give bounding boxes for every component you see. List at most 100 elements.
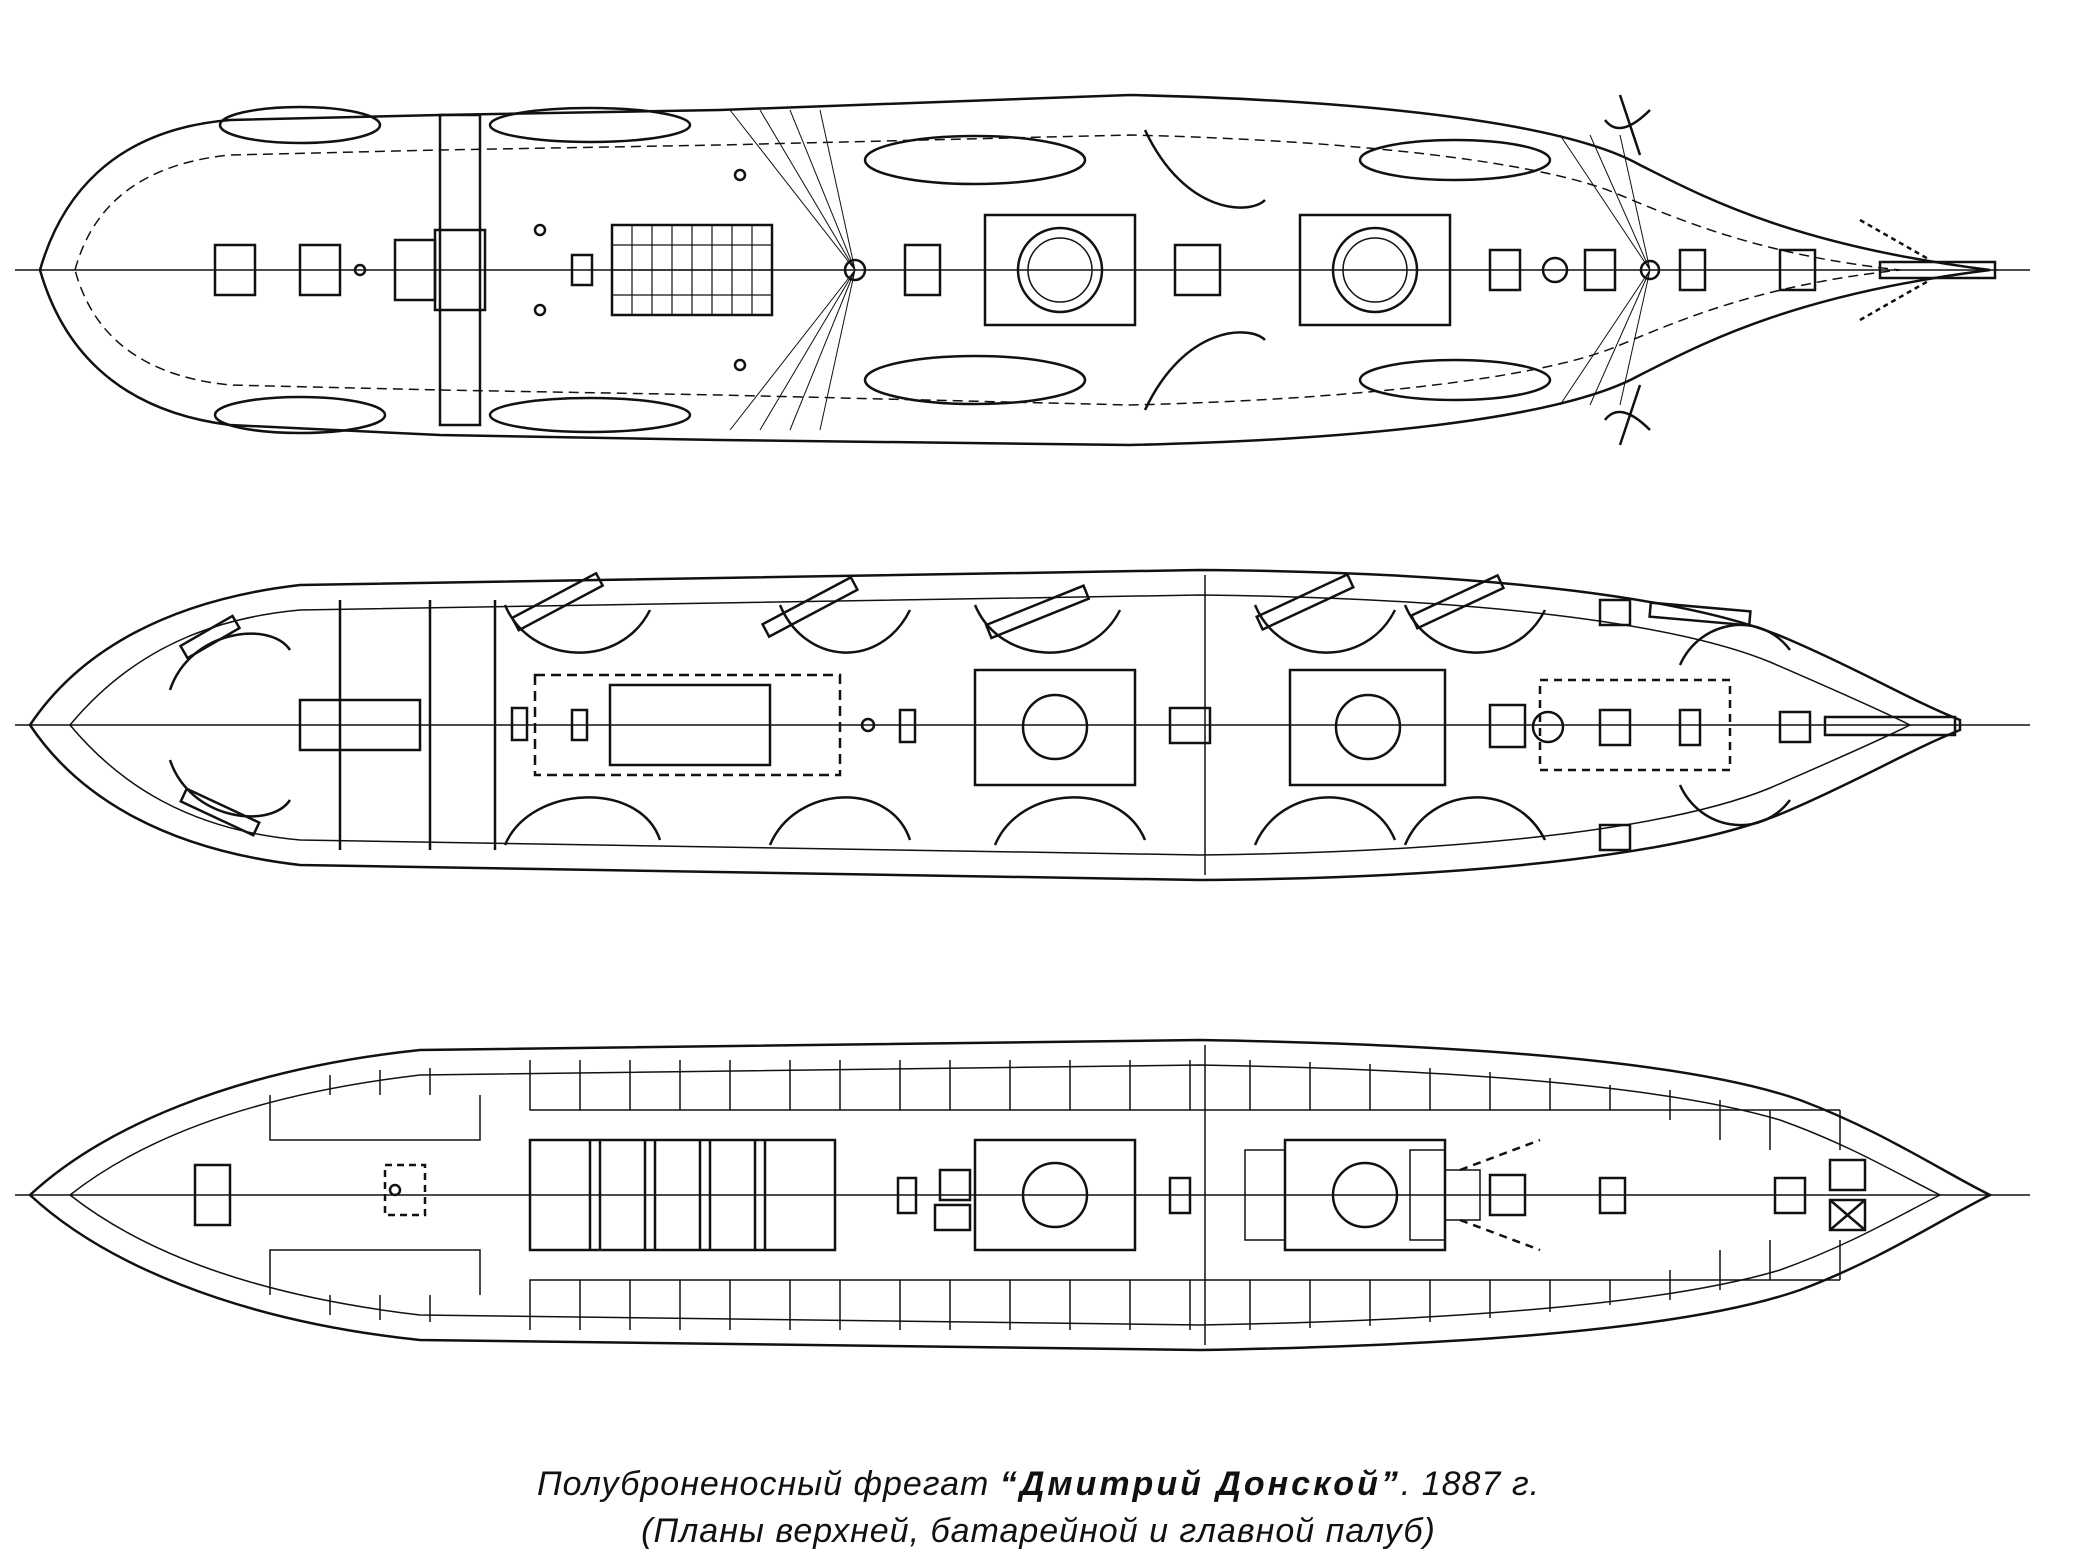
battery-turret-circle-1 xyxy=(1023,695,1087,759)
upper-foremast xyxy=(1641,261,1659,279)
upper-fitting-1 xyxy=(1543,258,1567,282)
upper-gun-ring-1 xyxy=(1018,228,1102,312)
main-stern-cabin xyxy=(195,1165,230,1225)
main-turret-base-1 xyxy=(975,1140,1135,1250)
upper-mainmast-shrouds xyxy=(730,110,855,430)
upper-anchor-port xyxy=(1605,95,1650,155)
figure-subtitle: (Планы верхней, батарейной и главной пал… xyxy=(641,1512,1436,1550)
battery-bow-hatch-2 xyxy=(1680,710,1700,745)
main-cabins-stbd xyxy=(270,1240,1840,1330)
upper-boat-stbd-1 xyxy=(215,397,385,433)
battery-locker-1 xyxy=(1600,600,1630,625)
main-deck-inner-line xyxy=(70,1065,1940,1325)
battery-turret-circle-2 xyxy=(1336,695,1400,759)
upper-grating-4 xyxy=(905,245,940,295)
upper-hatch-small xyxy=(572,255,592,285)
caption-year: . 1887 г. xyxy=(1400,1465,1541,1503)
battery-capstan xyxy=(1533,712,1563,742)
battery-turret-well-1 xyxy=(975,670,1135,785)
upper-hatch-fore-4 xyxy=(1780,250,1815,290)
battery-gun-arc-stbd-1 xyxy=(505,797,660,845)
upper-hatch-fore-1 xyxy=(1490,250,1520,290)
upper-grating-5 xyxy=(1175,245,1220,295)
main-fore-cross-b xyxy=(1830,1200,1865,1230)
battery-gun-arc-stbd-4 xyxy=(1255,797,1395,845)
battery-gun-arc-port-bow xyxy=(1680,625,1790,665)
battery-gun-barrel-port-4 xyxy=(1257,575,1354,630)
upper-gun-ring-2-inner xyxy=(1343,238,1407,302)
battery-gun-barrel-port-1 xyxy=(512,573,602,630)
upper-mainmast xyxy=(845,260,865,280)
upper-boat-stbd-4 xyxy=(1360,360,1550,400)
figure-caption: Полуброненосный фрегат “Дмитрий Донской”… xyxy=(0,1465,2077,1504)
upper-boat-port-3 xyxy=(865,136,1085,184)
battery-gun-arc-port-2 xyxy=(780,605,910,653)
upper-grating-3 xyxy=(395,240,435,300)
battery-gun-arc-stbd-bow xyxy=(1680,785,1790,825)
battery-bow-hatch-1 xyxy=(1600,710,1630,745)
battery-hatch-dashed xyxy=(535,675,840,775)
upper-deck-plan xyxy=(15,95,2030,445)
upper-bitt-3 xyxy=(535,305,545,315)
main-fore-hatch-1 xyxy=(1600,1178,1625,1213)
upper-bow-chain-port xyxy=(1860,220,1930,260)
upper-bridge xyxy=(440,115,480,425)
battery-gun-arc-stbd-stern xyxy=(170,760,290,816)
main-fore-cross-box xyxy=(1830,1200,1865,1230)
battery-deck-inner-line xyxy=(70,595,1910,855)
upper-arc-port-1 xyxy=(1145,130,1265,208)
battery-gun-barrel-stern-port xyxy=(181,616,240,658)
main-grating-1 xyxy=(898,1178,916,1213)
main-deck-plan xyxy=(15,1040,2030,1350)
upper-foremast-shrouds xyxy=(1560,135,1650,405)
battery-gun-arc-stbd-2 xyxy=(770,797,910,845)
main-hatch-dashed xyxy=(385,1165,425,1215)
upper-boat-stbd-2 xyxy=(490,398,690,432)
upper-bow-chain-stbd xyxy=(1860,280,1930,320)
upper-hatch-fore-2 xyxy=(1585,250,1615,290)
upper-gun-ring-1-inner xyxy=(1028,238,1092,302)
main-deck-hull-outline xyxy=(30,1040,1990,1350)
main-store-1 xyxy=(940,1170,970,1200)
battery-gun-arc-port-4 xyxy=(1255,605,1395,653)
battery-gun-arc-port-stern xyxy=(170,634,290,690)
battery-gun-arc-stbd-3 xyxy=(995,797,1145,845)
battery-gun-arc-port-3 xyxy=(975,605,1120,653)
upper-gun-platform-2 xyxy=(1300,215,1450,325)
main-cabins-port xyxy=(270,1060,1840,1150)
upper-boat-port-4 xyxy=(1360,140,1550,180)
upper-bitt-5 xyxy=(735,360,745,370)
main-turret-circle-2 xyxy=(1333,1163,1397,1227)
battery-deck-plan xyxy=(15,570,2030,880)
battery-small-hatch-1 xyxy=(512,708,527,740)
caption-prefix: Полуброненосный фрегат xyxy=(536,1465,1000,1503)
upper-grating-2 xyxy=(300,245,340,295)
upper-bitt-1 xyxy=(355,265,365,275)
main-store-2 xyxy=(935,1205,970,1230)
battery-gun-barrel-bow-port xyxy=(1650,603,1751,626)
upper-grating-1 xyxy=(215,245,255,295)
caption-ship-name: “Дмитрий Донской” xyxy=(999,1465,1401,1503)
upper-anchor-stbd xyxy=(1605,385,1650,445)
main-grating-2 xyxy=(1170,1178,1190,1213)
battery-grating-3 xyxy=(1170,708,1210,743)
upper-arc-stbd-1 xyxy=(1145,332,1265,410)
battery-gun-barrel-port-3 xyxy=(986,586,1089,638)
upper-bitt-2 xyxy=(535,225,545,235)
battery-turret-well-2 xyxy=(1290,670,1445,785)
upper-gun-ring-2 xyxy=(1333,228,1417,312)
main-fore-locker xyxy=(1830,1160,1865,1190)
battery-cabin-block xyxy=(300,700,420,750)
upper-hatch-fore-3 xyxy=(1680,250,1705,290)
battery-mast-partner-1 xyxy=(862,719,874,731)
upper-bitt-4 xyxy=(735,170,745,180)
main-turret-circle-1 xyxy=(1023,1163,1087,1227)
battery-gun-barrel-stern-stbd xyxy=(181,789,259,835)
battery-grating-1 xyxy=(572,710,587,740)
battery-grating-2 xyxy=(900,710,915,742)
battery-gun-arc-port-1 xyxy=(505,605,650,653)
battery-gun-barrel-port-2 xyxy=(763,577,858,636)
battery-gun-barrel-port-5 xyxy=(1411,575,1503,628)
battery-hatch-1 xyxy=(610,685,770,765)
upper-boat-port-2 xyxy=(490,108,690,142)
